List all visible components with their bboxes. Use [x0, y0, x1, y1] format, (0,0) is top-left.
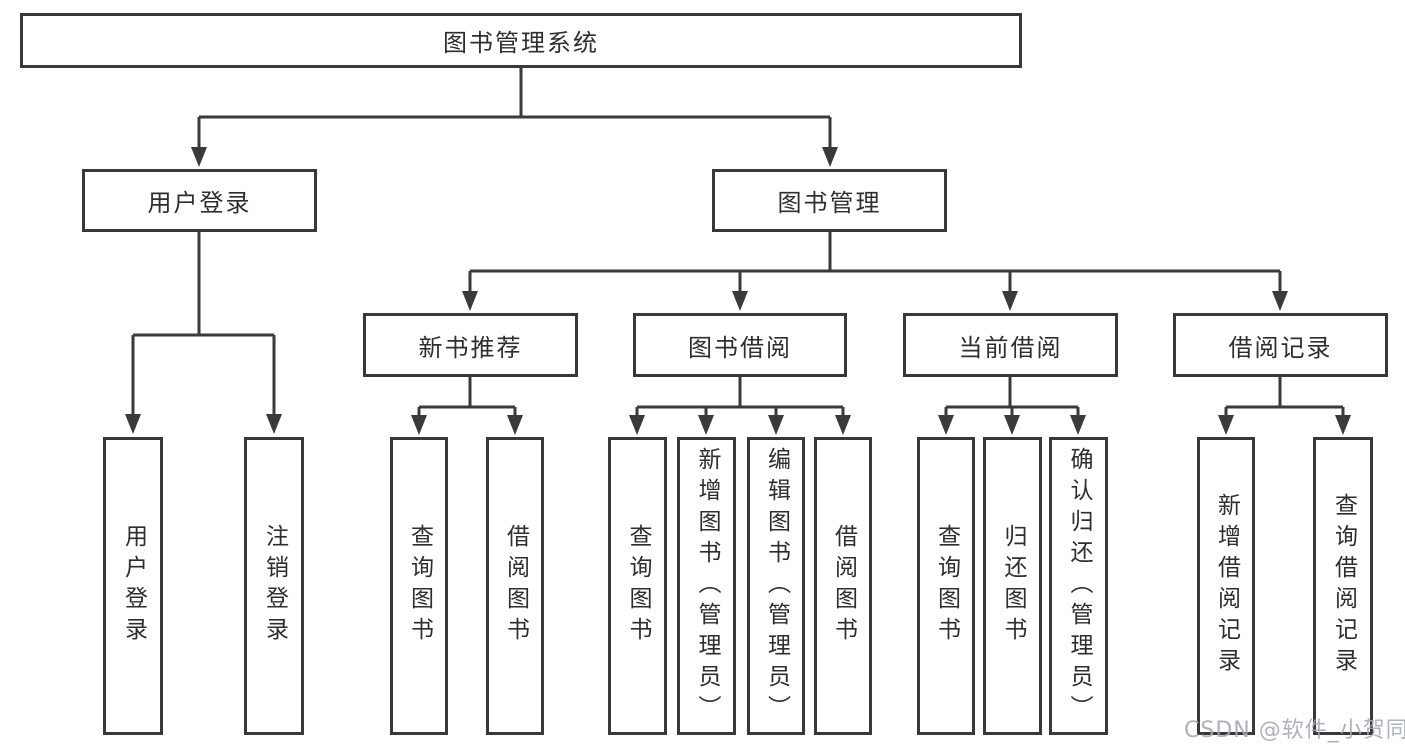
connector-current-borrowing-children — [938, 377, 1086, 435]
leaf-query-borrow-record: 查询借阅记录 — [1313, 437, 1373, 735]
connector-user-login-children — [125, 232, 282, 434]
node-new-book-recommendation: 新书推荐 — [363, 313, 578, 377]
leaf-confirm-return-admin: 确认归还（管理员） — [1049, 437, 1108, 735]
node-book-borrowing: 图书借阅 — [633, 313, 847, 377]
leaf-edit-books-admin: 编辑图书（管理员） — [747, 437, 805, 735]
leaf-add-borrow-record: 新增借阅记录 — [1197, 437, 1255, 735]
node-current-borrowing: 当前借阅 — [903, 313, 1118, 377]
node-user-login: 用户登录 — [82, 169, 317, 232]
leaf-add-books-admin: 新增图书（管理员） — [677, 437, 736, 735]
leaf-query-books-current: 查询图书 — [917, 437, 975, 735]
connector-new-book-children — [411, 377, 523, 435]
leaf-query-books-recommend: 查询图书 — [390, 437, 448, 735]
connector-book-management-children — [462, 232, 1288, 311]
node-library-management-system: 图书管理系统 — [20, 13, 1022, 68]
leaf-logout: 注销登录 — [244, 437, 304, 735]
leaf-borrow-books-recommend: 借阅图书 — [486, 437, 544, 735]
leaf-return-books: 归还图书 — [983, 437, 1042, 735]
connector-borrow-records-children — [1218, 377, 1351, 435]
leaf-borrow-books-borrowing: 借阅图书 — [814, 437, 872, 735]
leaf-user-login: 用户登录 — [103, 437, 163, 735]
csdn-watermark: CSDN @软件_小贺同学 — [1184, 718, 1405, 743]
node-borrowing-records: 借阅记录 — [1173, 313, 1388, 377]
connector-root-to-level2 — [191, 68, 838, 167]
connector-book-borrowing-children — [629, 377, 851, 435]
node-book-management: 图书管理 — [712, 169, 947, 232]
leaf-query-books-borrowing: 查询图书 — [608, 437, 667, 735]
